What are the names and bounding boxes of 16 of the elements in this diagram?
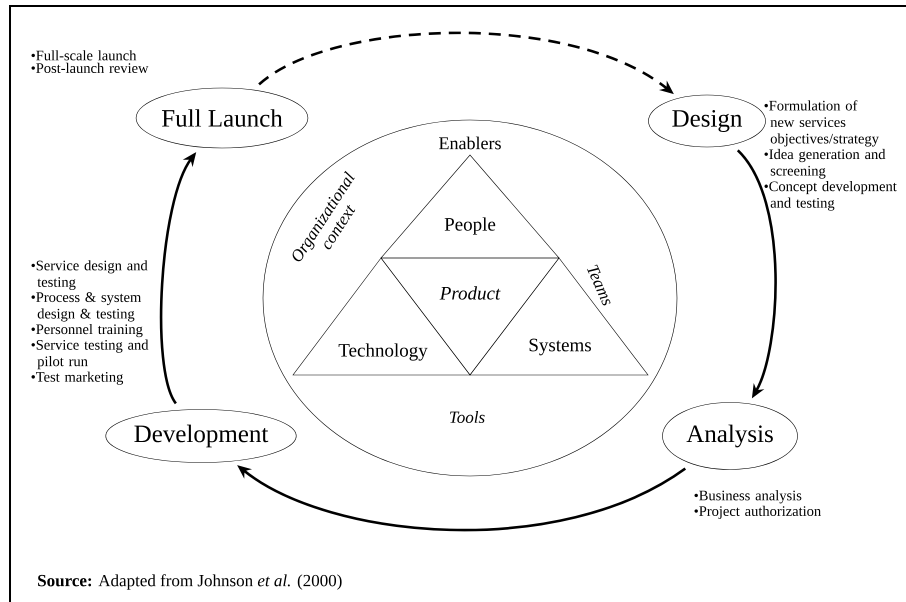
bullet-text: •Project authorization [694, 506, 821, 519]
bullet-text: •Full-scale launch [32, 50, 136, 60]
bullet-text: •Service testing and pilot run [32, 340, 148, 370]
bullet-text: •Idea generation and screening [764, 148, 886, 179]
bullet-text: •Test marketing [32, 372, 124, 385]
circle-label: Tools [450, 411, 485, 423]
source-caption: Source: Adapted from Johnson et al. (2000) [38, 574, 342, 590]
bullet-text: •Post-launch review [32, 62, 148, 73]
bullet-text: •Business analysis [694, 490, 802, 504]
bullet-text: •Process & system design & testing [32, 292, 142, 322]
bullet-text: •Formulation of new services objectives/strategy [764, 100, 879, 147]
bullet-text: •Personnel training [32, 324, 143, 338]
bullet-text: •Service design and testing [32, 260, 148, 290]
bullet-text: •Concept development and testing [764, 181, 897, 211]
circle-label: Teams [586, 264, 611, 306]
circle-label: Enablers [439, 136, 501, 150]
